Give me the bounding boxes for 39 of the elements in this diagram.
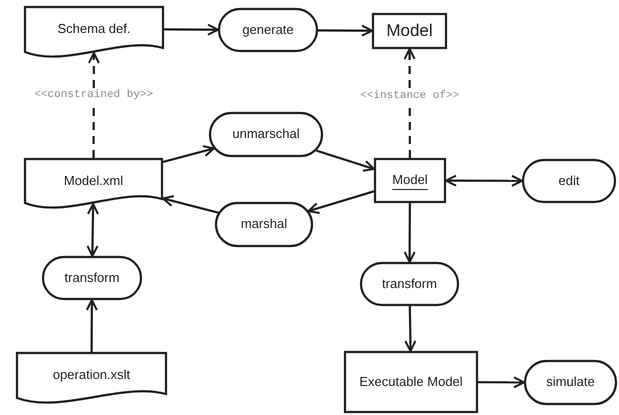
edge-label: <<constrained by>> xyxy=(32,88,156,102)
arrow xyxy=(316,150,375,172)
process-terminal xyxy=(218,8,318,52)
arrow xyxy=(86,203,99,257)
process-terminal xyxy=(215,202,313,247)
arrow xyxy=(162,195,219,214)
node-label: generate xyxy=(242,20,294,39)
arrow xyxy=(478,376,525,388)
node-label: Executable Model xyxy=(359,372,463,391)
arrow xyxy=(404,203,416,263)
arrow xyxy=(164,24,219,36)
node-label: transform xyxy=(382,274,437,293)
process-terminal xyxy=(522,159,616,203)
process-terminal xyxy=(209,112,323,157)
node-label: edit xyxy=(558,172,580,190)
node-label: simulate xyxy=(546,373,595,392)
class-box xyxy=(344,351,478,413)
class-box xyxy=(372,13,447,49)
process-terminal xyxy=(360,262,459,306)
class-box xyxy=(374,158,446,203)
node-label: Model xyxy=(386,20,433,42)
dashed-arrow xyxy=(88,52,100,158)
process-terminal xyxy=(42,256,142,300)
node-label: marshal xyxy=(240,215,288,234)
arrow xyxy=(318,24,373,37)
process-terminal xyxy=(524,360,617,405)
arrow xyxy=(308,190,374,214)
arrow xyxy=(86,299,98,352)
arrow xyxy=(162,145,215,164)
node-label: Model xyxy=(392,171,428,190)
node-label: operation.xslt xyxy=(52,366,130,384)
arrow xyxy=(404,306,416,352)
dashed-arrow xyxy=(404,48,416,158)
node-label: Schema def. xyxy=(58,20,130,38)
arrow xyxy=(445,174,523,187)
node-label: transform xyxy=(64,268,120,287)
node-label: unmarschal xyxy=(232,125,300,144)
node-label: Model.xml xyxy=(64,172,124,190)
edge-label: <<instance of>> xyxy=(358,88,462,103)
